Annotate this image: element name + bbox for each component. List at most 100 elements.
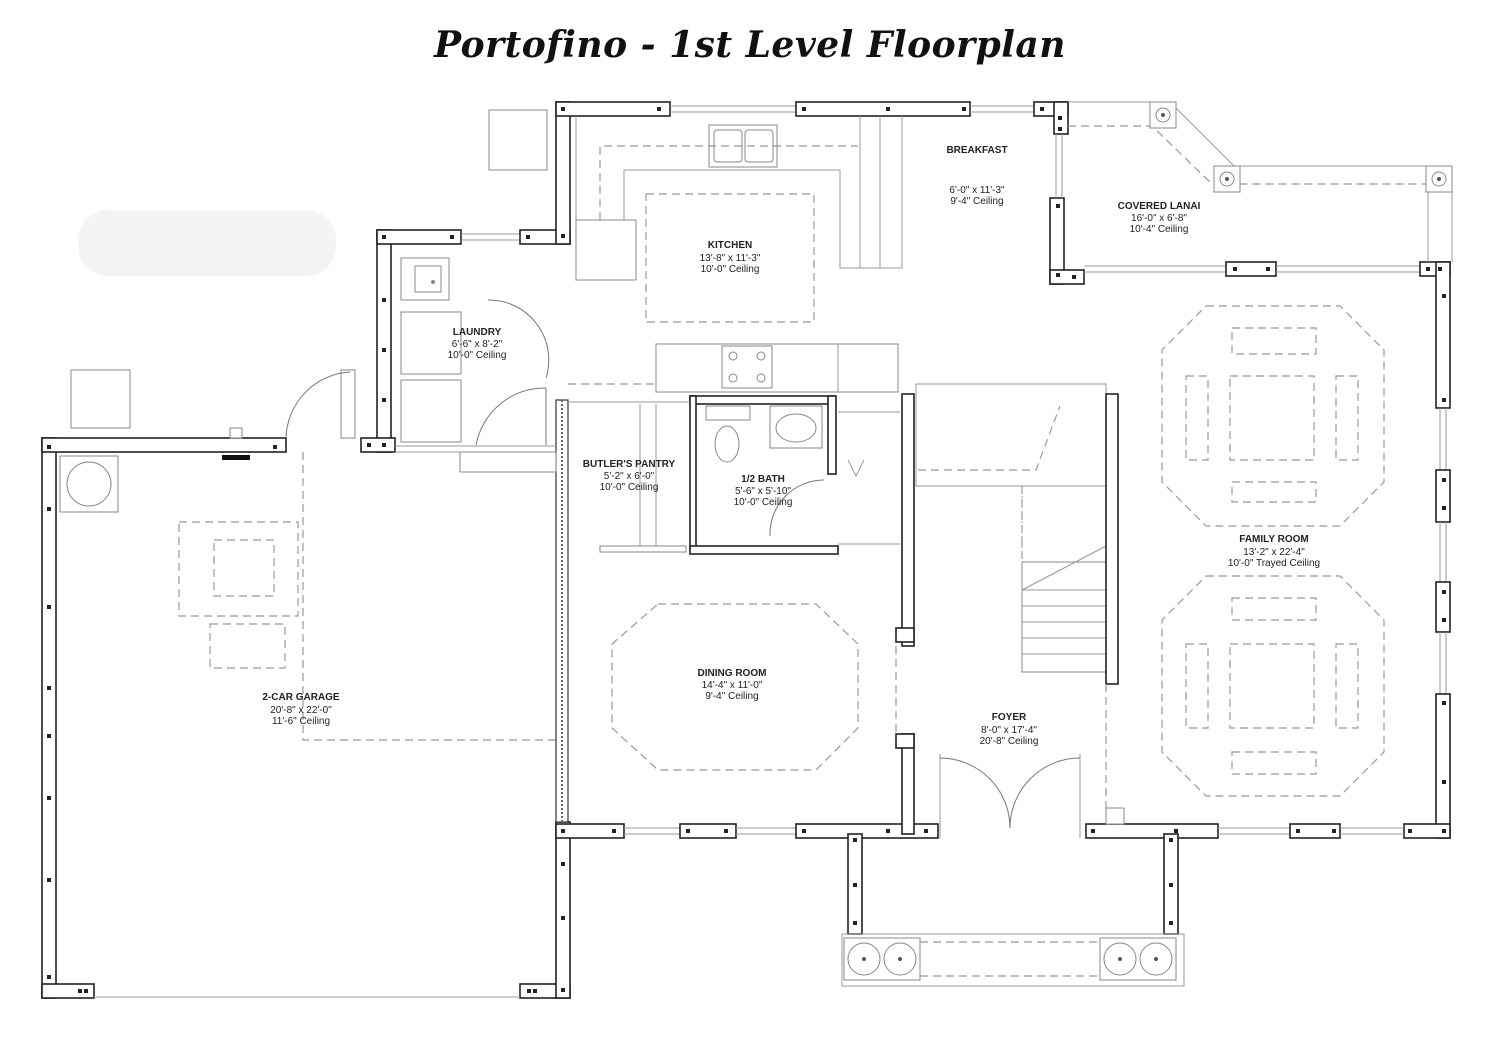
- bolt-marker: [853, 883, 857, 887]
- plan-title: Portofino - 1st Level Floorplan: [434, 24, 1066, 66]
- family-room-walls: [1403, 261, 1451, 839]
- front-door: [939, 754, 1081, 838]
- bolt-marker: [561, 916, 565, 920]
- room-label-garage: 2-CAR GARAGE 20'-8" x 22'-0" 11'-6" Ceil…: [262, 692, 340, 727]
- room-ceiling: 9'-4" Ceiling: [950, 196, 1003, 207]
- room-size: 8'-0" x 17'-4": [981, 725, 1037, 736]
- wall-bolt-markers: [47, 107, 1446, 993]
- pantry-bath-walls: [568, 383, 900, 555]
- bolt-marker: [47, 878, 51, 882]
- bolt-marker: [47, 507, 51, 511]
- room-label-half-bath: 1/2 BATH 5'-6" x 5'-10" 10'-0" Ceiling: [734, 474, 793, 508]
- room-label-covered-lanai: COVERED LANAI 16'-0" x 6'-8" 10'-4" Ceil…: [1118, 201, 1201, 235]
- bolt-marker: [78, 989, 82, 993]
- bolt-marker: [686, 829, 690, 833]
- bolt-marker: [1442, 829, 1446, 833]
- bolt-marker: [533, 989, 537, 993]
- bolt-marker: [1442, 478, 1446, 482]
- garage-walls: [41, 427, 571, 999]
- bolt-marker: [853, 838, 857, 842]
- bolt-marker: [1169, 921, 1173, 925]
- room-size: 20'-8" x 22'-0": [270, 705, 332, 716]
- bolt-marker: [1056, 273, 1060, 277]
- laundry-door-swing: [487, 299, 550, 379]
- bolt-marker: [47, 445, 51, 449]
- bolt-marker: [526, 235, 530, 239]
- room-size: 14'-4" x 11'-0": [702, 680, 763, 691]
- room-name: 2-CAR GARAGE: [262, 692, 340, 703]
- room-label-dining-room: DINING ROOM 14'-4" x 11'-0" 9'-4" Ceilin…: [698, 668, 767, 702]
- bolt-marker: [1408, 829, 1412, 833]
- breakfast-lanai-walls: [1049, 101, 1453, 285]
- room-ceiling: 10'-0" Ceiling: [600, 482, 659, 493]
- room-name: BUTLER'S PANTRY: [583, 459, 676, 470]
- bolt-marker: [612, 829, 616, 833]
- bolt-marker: [886, 829, 890, 833]
- bolt-marker: [1056, 204, 1060, 208]
- room-label-laundry: LAUNDRY 6'-6" x 8'-2" 10'-0" Ceiling: [448, 327, 507, 361]
- bolt-marker: [1169, 883, 1173, 887]
- bolt-marker: [1058, 127, 1062, 131]
- laundry-walls: [360, 101, 571, 453]
- kitchen-walls: [555, 101, 1069, 135]
- room-ceiling: 20'-8" Ceiling: [980, 736, 1039, 747]
- bolt-marker: [450, 235, 454, 239]
- bolt-marker: [561, 862, 565, 866]
- bolt-marker: [47, 605, 51, 609]
- kitchen-cabinets: [575, 116, 903, 323]
- bolt-marker: [47, 734, 51, 738]
- bolt-marker: [1442, 618, 1446, 622]
- bolt-marker: [1091, 829, 1095, 833]
- room-size: 13'-2" x 22'-4": [1243, 547, 1305, 558]
- bolt-marker: [1266, 267, 1270, 271]
- room-size: 5'-6" x 5'-10": [735, 486, 791, 497]
- bolt-marker: [382, 235, 386, 239]
- room-name: 1/2 BATH: [741, 474, 785, 485]
- bolt-marker: [47, 975, 51, 979]
- bolt-marker: [1058, 116, 1062, 120]
- bolt-marker: [657, 107, 661, 111]
- room-name: COVERED LANAI: [1118, 201, 1201, 212]
- laundry-fixtures: [395, 257, 557, 473]
- hvac-pad: [70, 369, 131, 429]
- bolt-marker: [1072, 275, 1076, 279]
- room-ceiling: 10'-4" Ceiling: [1130, 224, 1189, 235]
- room-ceiling: 11'-6" Ceiling: [272, 716, 330, 727]
- room-name: DINING ROOM: [698, 668, 767, 679]
- room-ceiling: 10'-0" Trayed Ceiling: [1228, 558, 1320, 569]
- bolt-marker: [924, 829, 928, 833]
- staircase: [895, 383, 1119, 685]
- bolt-marker: [1040, 107, 1044, 111]
- bolt-marker: [1442, 294, 1446, 298]
- bolt-marker: [1426, 267, 1430, 271]
- bolt-marker: [561, 107, 565, 111]
- room-size: 16'-0" x 6'-8": [1131, 213, 1187, 224]
- room-size: 6'-0" x 11'-3": [949, 185, 1005, 196]
- room-size: 6'-6" x 8'-2": [452, 339, 503, 350]
- room-ceiling: 10'-0" Ceiling: [701, 264, 760, 275]
- room-name: FAMILY ROOM: [1239, 534, 1308, 545]
- room-size: 13'-8" x 11'-3": [700, 253, 761, 264]
- bolt-marker: [367, 443, 371, 447]
- bolt-marker: [1442, 398, 1446, 402]
- bolt-marker: [382, 443, 386, 447]
- bolt-marker: [1442, 590, 1446, 594]
- garage-house-wall: [555, 399, 569, 823]
- room-ceiling: 10'-0" Ceiling: [734, 497, 793, 508]
- bolt-marker: [561, 829, 565, 833]
- bolt-marker: [47, 686, 51, 690]
- bolt-marker: [527, 989, 531, 993]
- bolt-marker: [47, 796, 51, 800]
- bolt-marker: [962, 107, 966, 111]
- room-label-breakfast: BREAKFAST 6'-0" x 11'-3" 9'-4" Ceiling: [946, 145, 1007, 207]
- bolt-marker: [273, 445, 277, 449]
- hvac-pad: [488, 109, 548, 171]
- bolt-marker: [84, 989, 88, 993]
- bolt-marker: [802, 107, 806, 111]
- bolt-marker: [382, 348, 386, 352]
- garage-fixtures: [59, 452, 556, 741]
- bolt-marker: [382, 298, 386, 302]
- room-name: FOYER: [992, 712, 1027, 723]
- room-name: BREAKFAST: [946, 145, 1007, 156]
- bolt-marker: [1332, 829, 1336, 833]
